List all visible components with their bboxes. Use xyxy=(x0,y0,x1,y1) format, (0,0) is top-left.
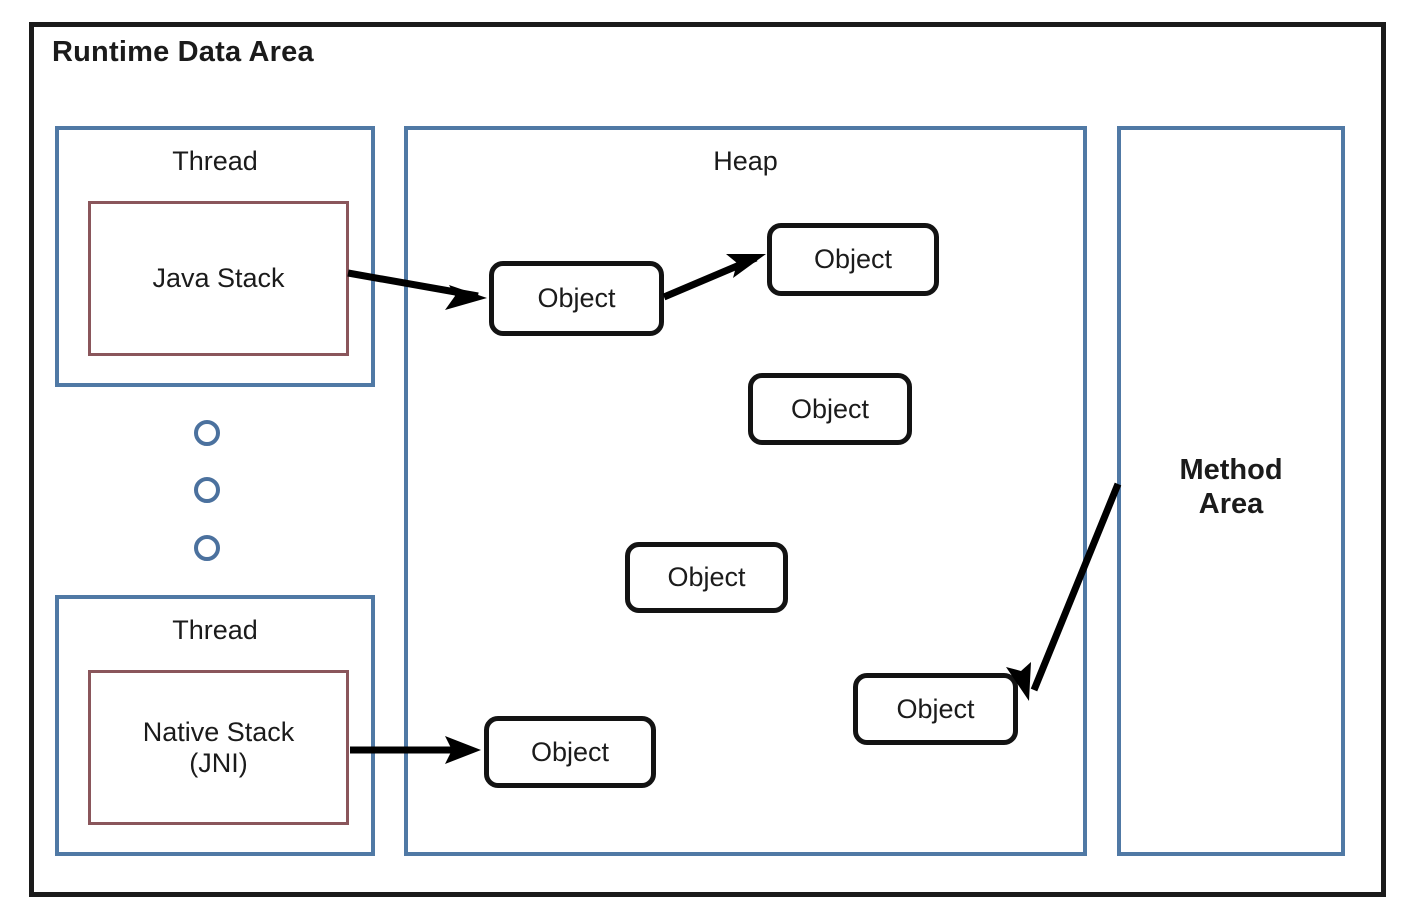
object-label-5: Object xyxy=(896,693,975,724)
ellipsis-circle-2 xyxy=(194,477,220,503)
ellipsis-circle-3 xyxy=(194,535,220,561)
method-area-box: Method Area xyxy=(1117,126,1345,856)
object-label-2: Object xyxy=(813,244,893,274)
java-stack-label: Java Stack xyxy=(152,263,285,294)
native-stack-box: Native Stack (JNI) xyxy=(88,670,349,825)
object-box-4: Object xyxy=(625,542,788,613)
method-area-label: Method Area xyxy=(1179,454,1283,521)
heap-label: Heap xyxy=(713,146,778,176)
java-stack-box: Java Stack xyxy=(88,201,349,356)
object-box-3: Object xyxy=(748,373,912,445)
object-box-1: Object xyxy=(489,261,664,336)
object-label-1: Object xyxy=(537,283,616,313)
object-label-6: Object xyxy=(530,736,610,767)
object-box-5: Object xyxy=(853,673,1018,745)
object-box-6: Object xyxy=(484,716,656,788)
native-stack-label: Native Stack (JNI) xyxy=(142,717,295,778)
thread-top-label: Thread xyxy=(172,146,258,176)
ellipsis-circle-1 xyxy=(194,420,220,446)
page-title: Runtime Data Area xyxy=(52,36,314,68)
object-box-2: Object xyxy=(767,223,939,296)
object-label-4: Object xyxy=(667,562,746,592)
object-label-3: Object xyxy=(790,393,870,424)
thread-bottom-label: Thread xyxy=(172,615,258,645)
